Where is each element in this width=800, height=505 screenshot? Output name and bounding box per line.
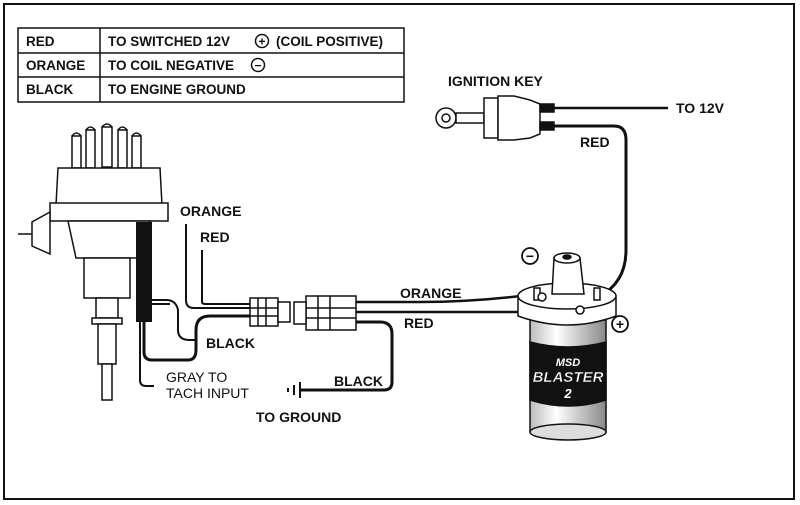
coil-negative-symbol: − xyxy=(526,248,534,264)
to-12v-label: TO 12V xyxy=(676,100,725,116)
minus-circle-icon xyxy=(250,57,266,73)
gray-wire-label-line2: TACH INPUT xyxy=(166,385,249,401)
distributor xyxy=(18,123,169,401)
legend-red-symbol: + xyxy=(258,35,265,49)
orange-coil-wire-label: ORANGE xyxy=(400,285,461,301)
legend-black-description: TO ENGINE GROUND xyxy=(108,82,246,97)
red-key-wire-label: RED xyxy=(580,134,610,150)
coil-negative-icon xyxy=(521,247,539,265)
to-ground-label: TO GROUND xyxy=(256,409,341,425)
coil-number: 2 xyxy=(563,386,572,401)
key-wiring xyxy=(554,106,668,302)
plus-circle-icon xyxy=(254,33,270,49)
legend-red-suffix: (COIL POSITIVE) xyxy=(276,34,383,49)
legend-orange-symbol: − xyxy=(254,59,261,73)
harness-connector xyxy=(249,295,357,331)
legend-red-color: RED xyxy=(26,34,55,49)
orange-dist-wire-label: ORANGE xyxy=(180,203,241,219)
coil-brand: MSD xyxy=(556,357,581,369)
coil-positive-icon xyxy=(611,315,629,333)
coil-positive-symbol: + xyxy=(616,316,624,332)
ignition-key-label: IGNITION KEY xyxy=(448,73,544,89)
legend-black-color: BLACK xyxy=(26,82,73,97)
legend-orange-description: TO COIL NEGATIVE xyxy=(108,58,234,73)
wire-color-legend: RED TO SWITCHED 12V + (COIL POSITIVE) OR… xyxy=(17,27,405,103)
black-dist-wire-label: BLACK xyxy=(206,335,255,351)
diagram-frame xyxy=(3,3,795,500)
red-dist-wire-label: RED xyxy=(200,229,230,245)
ignition-coil xyxy=(517,252,617,441)
legend-red-description: TO SWITCHED 12V xyxy=(108,34,230,49)
legend-orange-color: ORANGE xyxy=(26,58,85,73)
gray-wire-label-line1: GRAY TO xyxy=(166,369,227,385)
black-ground-wire-label: BLACK xyxy=(334,373,383,389)
red-coil-wire-label: RED xyxy=(404,315,434,331)
distributor-harness xyxy=(139,224,250,387)
coil-model: BLASTER xyxy=(533,369,604,386)
ignition-switch xyxy=(435,95,555,141)
